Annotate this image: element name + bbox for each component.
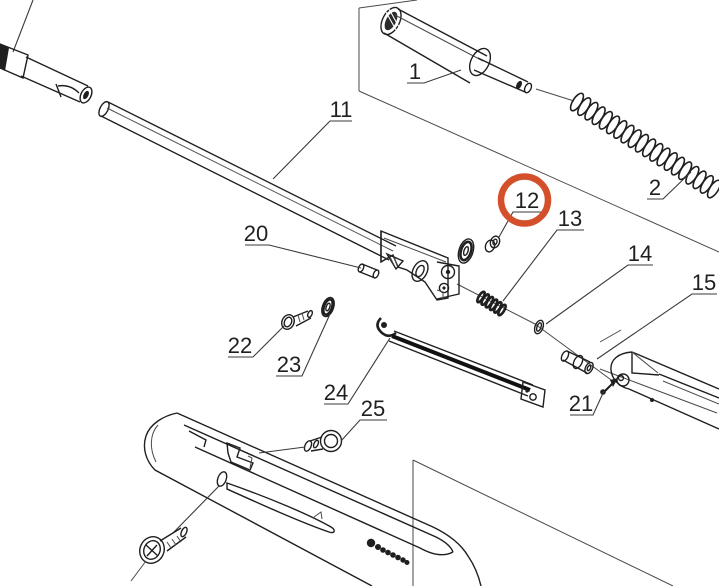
nut-part-12 [484, 235, 501, 253]
callout-22: 22 [228, 333, 252, 358]
stock-part [143, 412, 482, 586]
washer-part [457, 238, 475, 264]
callout-labels: 1 2 11 12 13 14 15 20 21 22 23 24 25 [228, 59, 716, 421]
barrel-part-11 [98, 100, 397, 261]
leader-lines [228, 69, 717, 442]
stock-screw-part [130, 526, 188, 582]
brand-logo [366, 538, 410, 565]
muzzle-part [0, 0, 93, 104]
mainspring-part-2 [569, 92, 719, 199]
callout-25: 25 [361, 396, 385, 421]
callout-20: 20 [244, 221, 268, 246]
callout-24: 24 [324, 380, 348, 405]
callout-2: 2 [649, 175, 661, 200]
callout-23: 23 [277, 352, 301, 377]
bushing-part-25 [258, 429, 343, 454]
callout-21: 21 [569, 391, 593, 416]
highlight-circle-12 [497, 173, 552, 227]
callout-15: 15 [692, 270, 716, 295]
piston-part-1 [380, 6, 533, 94]
callout-1: 1 [409, 59, 421, 84]
pin-part-20 [357, 263, 380, 279]
cocking-lever-part-24 [376, 317, 546, 408]
construction-lines [358, 0, 719, 586]
receiver-tube [610, 351, 719, 430]
washer-part-23 [321, 296, 335, 318]
fitting-part-15 [560, 350, 594, 375]
screw-part-22 [281, 309, 314, 330]
spring-part-13 [476, 290, 507, 317]
callout-14: 14 [628, 241, 652, 266]
callout-12: 12 [515, 188, 539, 213]
callout-11: 11 [330, 97, 353, 122]
callout-13: 13 [558, 206, 582, 231]
oring-part-14 [533, 319, 545, 335]
breech-block [380, 229, 460, 301]
